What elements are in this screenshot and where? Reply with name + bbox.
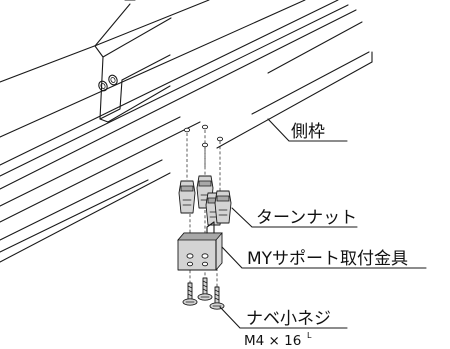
turn-nuts <box>178 175 232 236</box>
turn-nut-icon <box>214 190 232 224</box>
mounting-hole-icon <box>201 142 209 148</box>
mounting-hole-icon <box>183 127 191 133</box>
pan-head-screws <box>182 277 225 310</box>
my-support-bracket <box>177 221 223 271</box>
screw-icon <box>197 277 213 301</box>
screw-icon <box>182 282 198 306</box>
side-frame <box>0 0 373 263</box>
side-frame-label: 側枠 <box>291 122 325 142</box>
mounting-hole-icon <box>201 124 209 130</box>
frame-hole-icon <box>98 80 108 92</box>
assembly-axes <box>183 124 224 290</box>
screw-label: ナベ小ネジ <box>246 309 331 329</box>
frame-end-bracket <box>94 3 172 123</box>
mounting-hole-icon <box>216 136 224 142</box>
screw-icon <box>209 286 225 310</box>
leader-lines <box>219 118 427 329</box>
bracket-label: MYサポート取付金具 <box>247 249 408 269</box>
screw-spec-superscript: L <box>307 331 312 340</box>
frame-hole-icon <box>108 74 118 86</box>
turn-nut-label: ターンナット <box>256 208 357 228</box>
screw-spec-label: M4 × 16 <box>244 333 301 349</box>
turn-nut-icon <box>178 180 196 214</box>
